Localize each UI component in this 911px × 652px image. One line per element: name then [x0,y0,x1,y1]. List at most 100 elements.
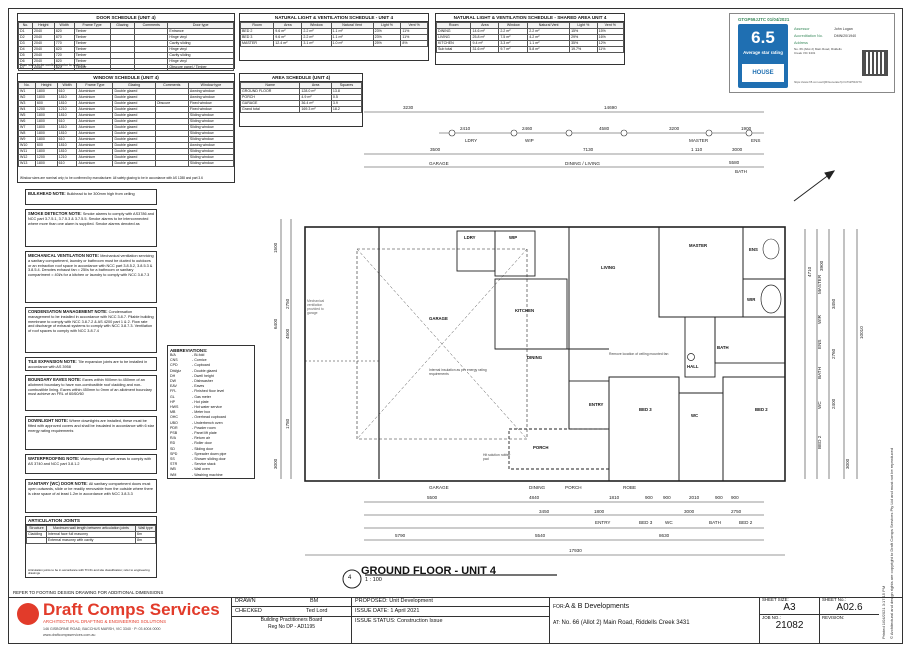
footing-note: REFER TO FOOTING DESIGN DRAWING FOR ADDI… [13,590,164,595]
vent-shared-cell: 11% [596,46,625,53]
abbreviation-item: HP- Hot plate [170,400,252,405]
room-kitchen: KITCHEN [515,308,535,313]
room-wc: WC [691,413,699,418]
abbreviation-code: OHC [170,415,178,420]
proposed-value: Unit Development [389,598,433,604]
area-cell: Grand total [239,106,301,113]
copyright-side-text: © Architectural and design rights are co… [889,447,894,639]
company-tagline: ARCHITECTURAL DRAFTING & ENGINEERING SOL… [43,619,167,624]
vent-u4-cell: MASTER [239,40,275,47]
client-name: A & B Developments [564,603,630,610]
abbreviation-meaning: - Eaves [192,384,205,389]
abbreviation-item: R/A- Return air [170,436,252,441]
abbreviation-code: DW [170,379,176,384]
abbreviation-item: B/A- Bi-fold [170,353,252,358]
abbreviation-code: PDR [170,425,178,430]
registration-number: Reg No DP - AD1195 [267,624,316,630]
dimension-label: 4840 [529,495,540,500]
abbreviations-title: ABBREVIATIONS: [170,348,208,353]
abbreviation-code: PSB [170,431,178,436]
window-cell: Double glazed [112,160,156,167]
north-arrow-icon [793,170,836,202]
door-schedule-title: DOOR SCHEDULE (UNIT 4) [18,14,234,22]
abbreviation-item: SS- Shower sliding door [170,457,252,462]
sheet-number-value: A02.6 [820,602,879,615]
abbreviation-item: SPD- Spreader down pipe [170,452,252,457]
dimension-label: 3000 [845,458,850,469]
note-text: Eaves within 900mm to 450mm of an allotm… [28,378,152,397]
room-ens: ENS [749,247,758,252]
dimension-label: 900 [663,495,671,500]
dimension-label: WC [665,520,673,525]
dimension-label: MASTER [689,138,709,143]
print-date: Printed 1/04/2021 3:17:15 PM [881,585,886,639]
issue-date-row: ISSUE DATE: 1 April 2021 [352,607,549,617]
dimension-label: 3500 [430,147,441,152]
note-title: BULKHEAD NOTE: [28,191,67,196]
dimension-label: 8630 [659,533,670,538]
note-block: WATERPROOFING NOTE: Waterproofing of wet… [25,454,157,474]
abbreviation-meaning: - Meter box [192,410,211,415]
note-text: Waterproofing of wet areas to comply wit… [28,457,152,466]
abbreviation-meaning: - Service stack [192,462,216,467]
area-cell: 18.2 [330,106,363,113]
dimension-label: MASTER [817,274,822,294]
qr-code-icon [862,50,888,76]
abbreviation-code: SD [170,446,175,451]
vent-u4-cell: 3.1 m² [301,40,332,47]
dimension-label: PORCH [565,485,582,490]
proposed-row: PROPOSED: Unit Development [352,597,549,607]
proposed-label: PROPOSED: [355,598,388,604]
abbreviation-item: DH- Dwell height [170,374,252,379]
abbreviation-item: SD- Sliding door [170,447,252,452]
note-block: BULKHEAD NOTE: Bulkhead to be 300mm high… [25,189,157,205]
note-title: SMOKE DETECTOR NOTE: [28,211,83,216]
abbreviation-code: CPD [170,363,178,368]
dimension-label: 2750 [731,509,742,514]
dimension-label: BATH [817,367,822,379]
issue-status-value: Construction Issue [396,618,443,624]
room-garage: GARAGE [429,316,448,321]
dimension-label: BED 2 [739,520,753,525]
company-contact: 146 GISBORNE ROAD, BACCHUS MARSH, VIC 33… [43,627,161,631]
abbreviation-meaning: - Cupboard [192,363,210,368]
abbreviation-code: STR [170,462,178,467]
room-porch: PORCH [533,445,549,450]
dimension-label: ENS [817,339,822,349]
plan-number: 4 [348,575,352,581]
note-block: TILE EXPANSION NOTE: Tile expansion join… [25,357,157,371]
note-title: WATERPROOFING NOTE: [28,456,81,461]
house-energy-logo: HOUSE [742,64,784,82]
assessor-label: Assessor [794,27,810,31]
abbreviation-meaning: - Cornice [192,358,207,363]
abbreviation-code: WB [170,467,176,472]
abbreviation-item: RD- Roller door [170,441,252,446]
dimension-label: 3450 [539,509,550,514]
plan-title: GROUND FLOOR - UNIT 4 [361,565,497,577]
abbreviation-item: Dbl/glz- Double glazed [170,369,252,374]
dimension-label: LDRY [465,138,478,143]
dimension-label: 4500 [285,328,290,339]
dimension-label: 3230 [403,105,414,110]
abbreviation-meaning: - Dishwasher [192,379,213,384]
at-label: AT: [553,620,560,626]
abbreviation-item: MB- Meter box [170,410,252,415]
abbreviation-meaning: - Bi-fold [192,353,205,357]
window-cell: W13 [18,160,36,167]
abbreviation-item: STR - Service stack [170,462,252,467]
vent-u4-cell: 1.0 m² [330,40,374,47]
abbreviation-code: DH [170,373,176,378]
note-block: SMOKE DETECTOR NOTE: Smoke alarms to com… [25,209,157,247]
dimension-label: 5500 [427,495,438,500]
floor-plan-drawing [280,111,858,589]
dimension-label: BED 2 [817,435,822,449]
note-block: BOUNDARY EAVES NOTE: Eaves within 900mm … [25,375,157,411]
dimension-label: 1500 [273,242,278,253]
